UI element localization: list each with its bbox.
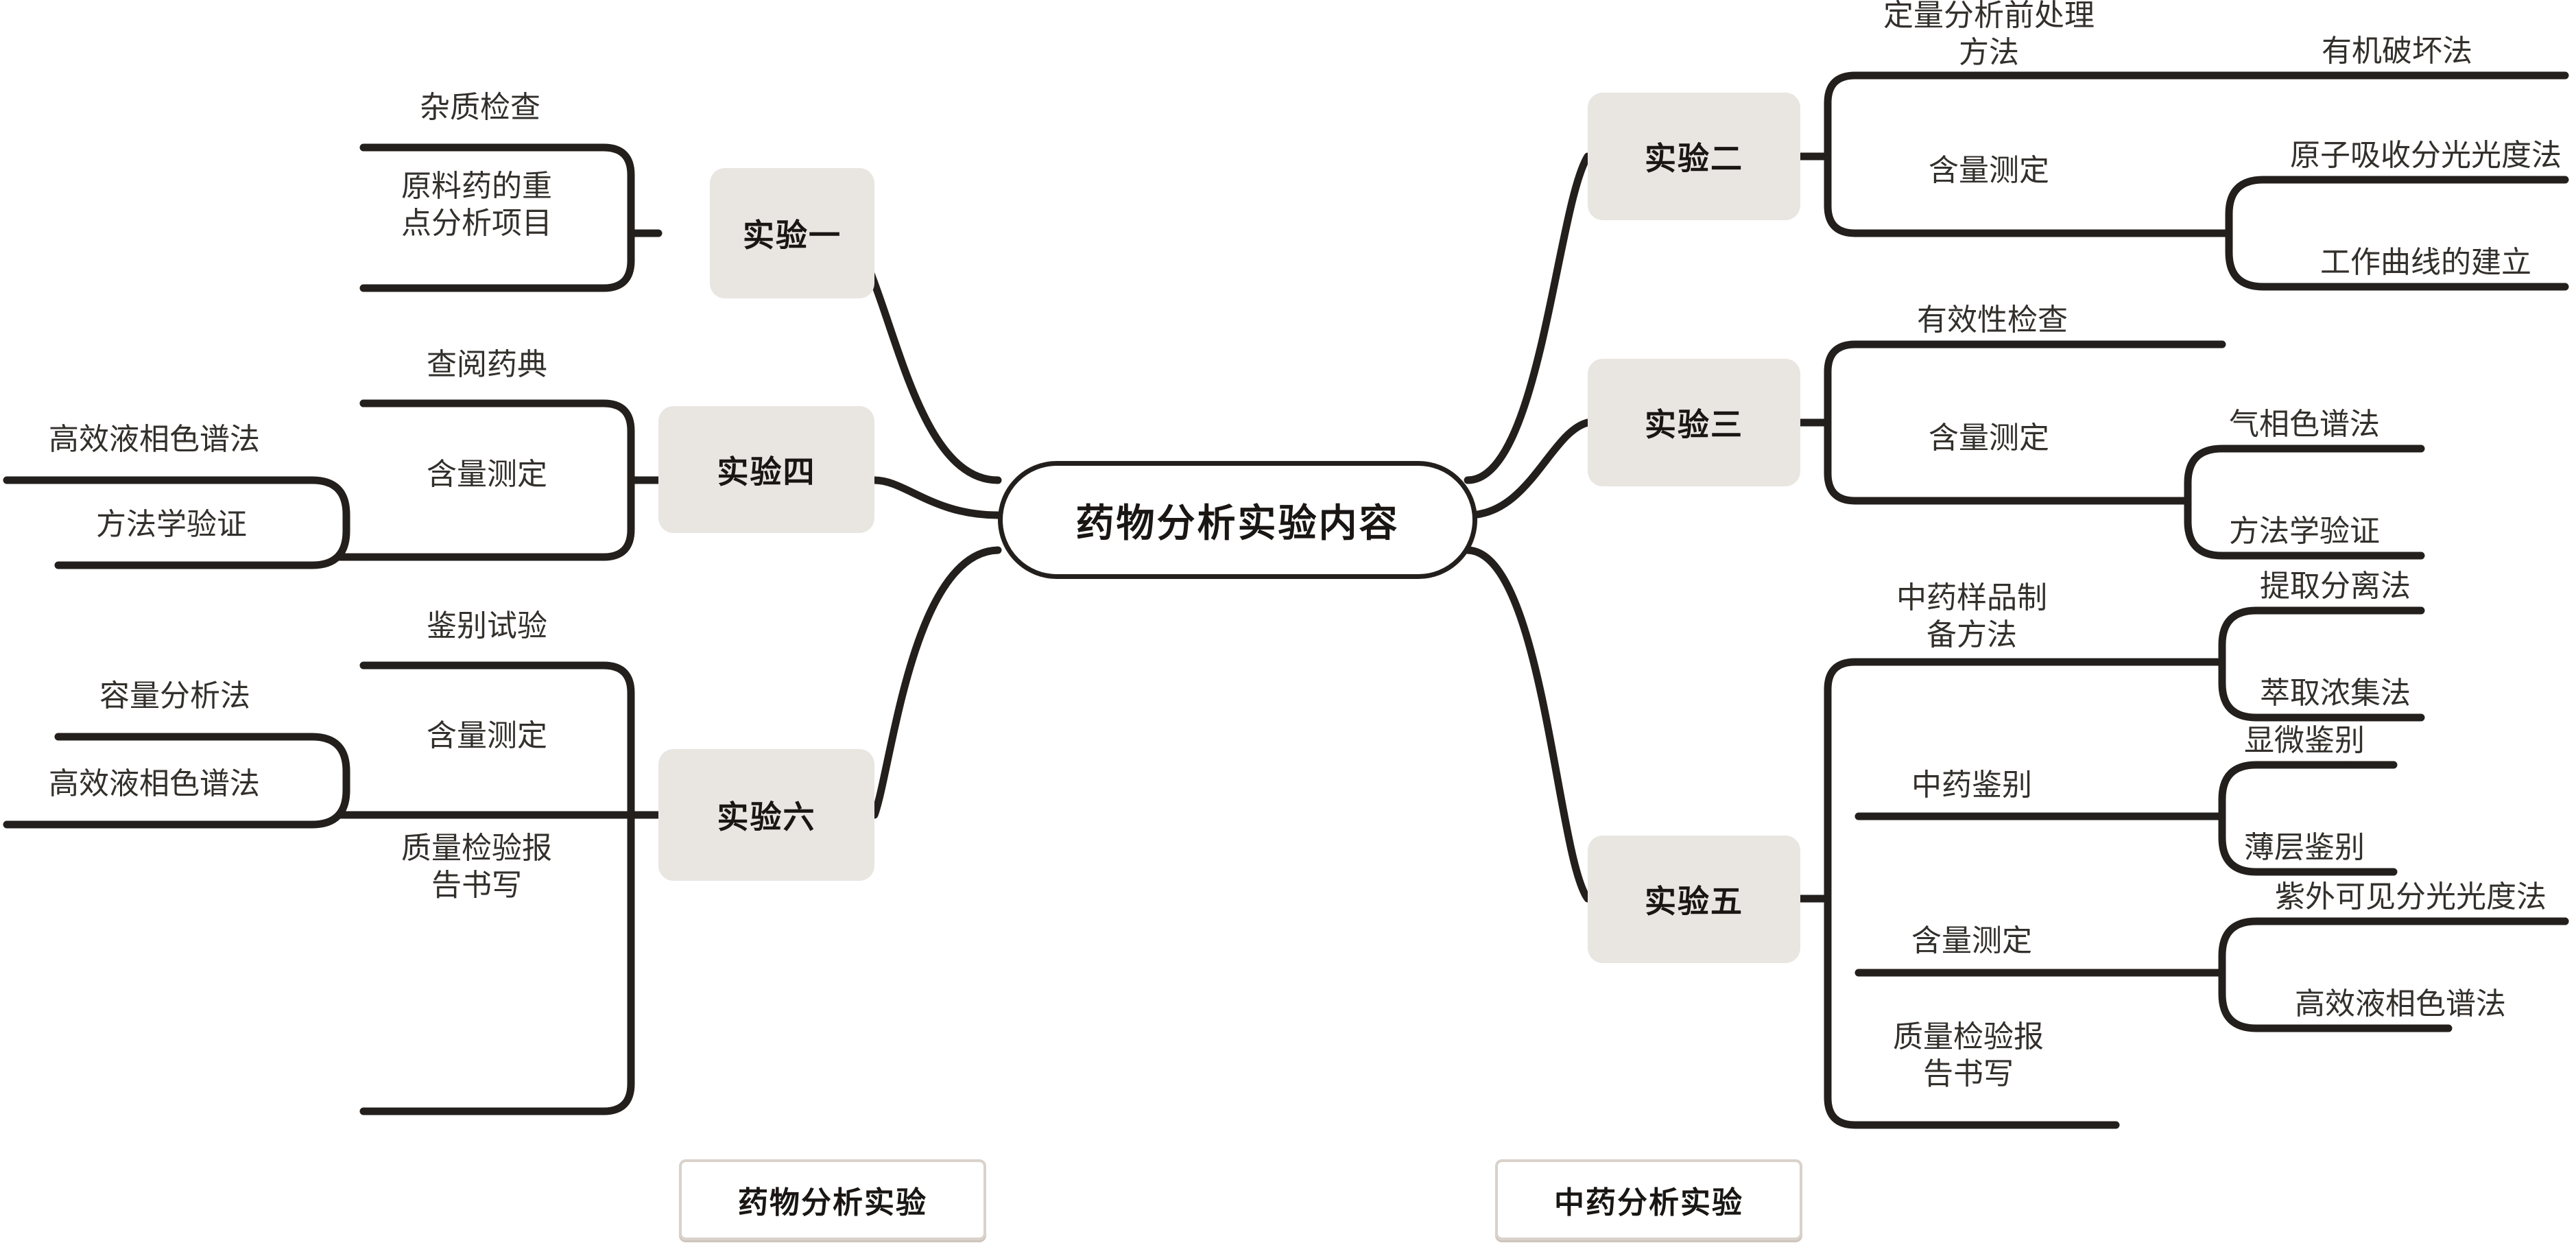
label-exp5-b3: 质量检验报 告书写 <box>1893 1020 2044 1091</box>
node-exp5-label: 实验五 <box>1645 884 1743 919</box>
label-exp4-b1-c1: 方法学验证 <box>96 508 247 541</box>
label-exp5-b2-c1: 高效液相色谱法 <box>2295 987 2506 1021</box>
node-exp3[interactable]: 实验三 <box>1588 359 1800 486</box>
label-exp1-b1: 原料药的重 点分析项目 <box>401 169 552 240</box>
label-exp2-b1: 含量测定 <box>1929 154 2049 187</box>
label-exp5-b0-c1: 萃取浓集法 <box>2260 676 2411 710</box>
center-node[interactable]: 药物分析实验内容 <box>998 461 1477 579</box>
label-exp2-b0-c0: 有机破坏法 <box>2322 34 2472 68</box>
label-exp6-b0: 鉴别试验 <box>427 609 547 643</box>
center-node-label: 药物分析实验内容 <box>1075 501 1400 545</box>
label-exp2-b1-c1: 工作曲线的建立 <box>2320 246 2531 279</box>
label-exp5-b1-c0: 显微鉴别 <box>2244 724 2365 757</box>
label-exp1-b0: 杂质检查 <box>420 91 540 124</box>
label-exp5-b2-c0: 紫外可见分光光度法 <box>2275 880 2547 914</box>
node-exp6[interactable]: 实验六 <box>658 749 874 881</box>
label-exp5-b2: 含量测定 <box>1911 924 2032 958</box>
label-exp5-b0-c0: 提取分离法 <box>2260 569 2411 603</box>
label-exp4-b1: 含量测定 <box>427 458 547 491</box>
legend-left-label: 药物分析实验 <box>738 1186 927 1220</box>
node-exp6-label: 实验六 <box>717 799 816 835</box>
label-exp6-b1-c0: 容量分析法 <box>99 679 250 713</box>
node-exp3-label: 实验三 <box>1645 407 1743 442</box>
label-exp2-b0: 定量分析前处理 方法 <box>1883 0 2095 69</box>
label-exp5-b0: 中药样品制 备方法 <box>1896 581 2047 652</box>
label-exp5-b1-c1: 薄层鉴别 <box>2244 831 2365 864</box>
label-exp6-b1: 含量测定 <box>427 719 547 753</box>
node-exp2[interactable]: 实验二 <box>1588 93 1800 220</box>
label-exp4-b0: 查阅药典 <box>427 348 547 381</box>
legend-right-label: 中药分析实验 <box>1554 1186 1743 1220</box>
legend-left[interactable]: 药物分析实验 <box>679 1159 986 1240</box>
node-exp1-label: 实验一 <box>743 217 842 253</box>
node-exp2-label: 实验二 <box>1645 141 1743 176</box>
node-exp5[interactable]: 实验五 <box>1588 836 1800 963</box>
label-exp4-b1-c0: 高效液相色谱法 <box>49 423 260 456</box>
label-exp3-b0: 有效性检查 <box>1917 303 2068 337</box>
label-exp2-b1-c0: 原子吸收分光光度法 <box>2290 139 2562 172</box>
label-exp6-b1-c1: 高效液相色谱法 <box>49 767 260 801</box>
label-exp6-b2: 质量检验报 告书写 <box>401 831 552 902</box>
label-exp3-b1: 含量测定 <box>1929 421 2049 455</box>
node-exp4[interactable]: 实验四 <box>658 406 874 533</box>
node-exp1[interactable]: 实验一 <box>710 168 874 298</box>
legend-right[interactable]: 中药分析实验 <box>1495 1159 1802 1240</box>
label-exp5-b1: 中药鉴别 <box>1911 768 2032 802</box>
label-exp3-b0-c0: 气相色谱法 <box>2229 407 2380 441</box>
label-exp3-b1-c1: 方法学验证 <box>2229 514 2380 548</box>
node-exp4-label: 实验四 <box>717 453 816 490</box>
